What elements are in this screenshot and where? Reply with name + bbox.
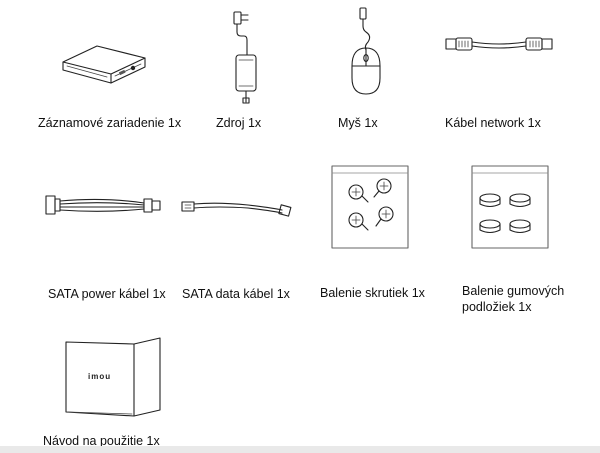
user-manual-icon: imou	[60, 336, 170, 418]
item-label: SATA data kábel 1x	[182, 287, 290, 301]
item-label: Návod na použitie 1x	[43, 434, 160, 448]
screw-bag-icon	[330, 164, 410, 250]
sata-power-cable-icon	[44, 193, 164, 219]
power-adapter-icon	[228, 10, 258, 105]
item-label: Balenie gumových podložiek 1x	[462, 284, 565, 314]
item-label: SATA power kábel 1x	[48, 287, 166, 301]
recorder-device-icon	[55, 40, 155, 85]
rubber-feet-bag-icon	[470, 164, 550, 250]
manual-brand-logo: imou	[88, 372, 112, 381]
mouse-icon	[346, 6, 386, 98]
page-bottom-strip	[0, 446, 600, 453]
item-label: Kábel network 1x	[445, 116, 541, 130]
item-label: Záznamové zariadenie 1x	[38, 116, 182, 130]
item-label: Myš 1x	[338, 116, 378, 130]
item-label: Balenie skrutiek 1x	[320, 286, 425, 300]
sata-data-cable-icon	[178, 196, 298, 220]
network-cable-icon	[444, 34, 554, 54]
item-label: Zdroj 1x	[216, 116, 262, 130]
